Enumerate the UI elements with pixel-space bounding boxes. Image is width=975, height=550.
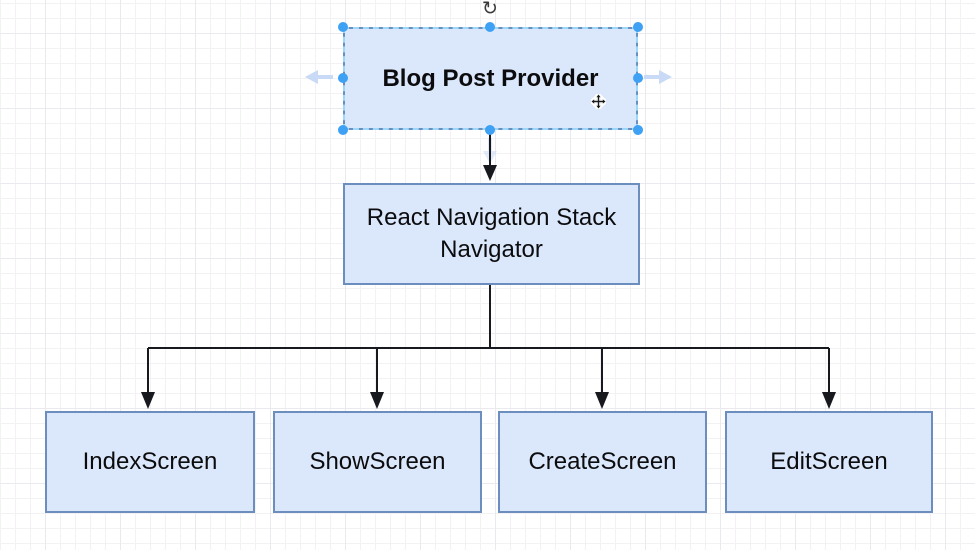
resize-handle-e[interactable]: [633, 73, 643, 83]
resize-handle-nw[interactable]: [338, 22, 348, 32]
edge-navigator-create[interactable]: [595, 348, 609, 409]
node-indexscreen[interactable]: IndexScreen: [45, 411, 255, 513]
resize-handle-se[interactable]: [633, 125, 643, 135]
node-label: IndexScreen: [82, 448, 218, 476]
edge-navigator-index[interactable]: [141, 348, 155, 409]
node-blog-post-provider[interactable]: Blog Post Provider: [343, 27, 638, 130]
resize-handle-w[interactable]: [338, 73, 348, 83]
nav-arrow-left[interactable]: [305, 70, 333, 84]
edge-navigator-trunk[interactable]: [148, 285, 829, 349]
node-label: React Navigation Stack Navigator: [366, 204, 617, 263]
node-createscreen[interactable]: CreateScreen: [498, 411, 707, 513]
resize-handle-n[interactable]: [485, 22, 495, 32]
node-react-navigation-stack-navigator[interactable]: React Navigation Stack Navigator: [343, 183, 640, 285]
node-label: Blog Post Provider: [382, 64, 599, 92]
edge-navigator-edit[interactable]: [822, 348, 836, 409]
node-showscreen[interactable]: ShowScreen: [273, 411, 482, 513]
rotate-handle-icon[interactable]: ↻: [482, 0, 498, 20]
resize-handle-sw[interactable]: [338, 125, 348, 135]
node-label: CreateScreen: [528, 448, 677, 476]
nav-arrow-right[interactable]: [644, 70, 672, 84]
node-label: EditScreen: [770, 448, 888, 476]
edge-navigator-show[interactable]: [370, 348, 384, 409]
node-editscreen[interactable]: EditScreen: [725, 411, 933, 513]
resize-handle-ne[interactable]: [633, 22, 643, 32]
nav-arrow-down[interactable]: [483, 138, 497, 164]
node-label: ShowScreen: [309, 448, 446, 476]
move-cursor-icon: [591, 94, 606, 109]
resize-handle-s[interactable]: [485, 125, 495, 135]
